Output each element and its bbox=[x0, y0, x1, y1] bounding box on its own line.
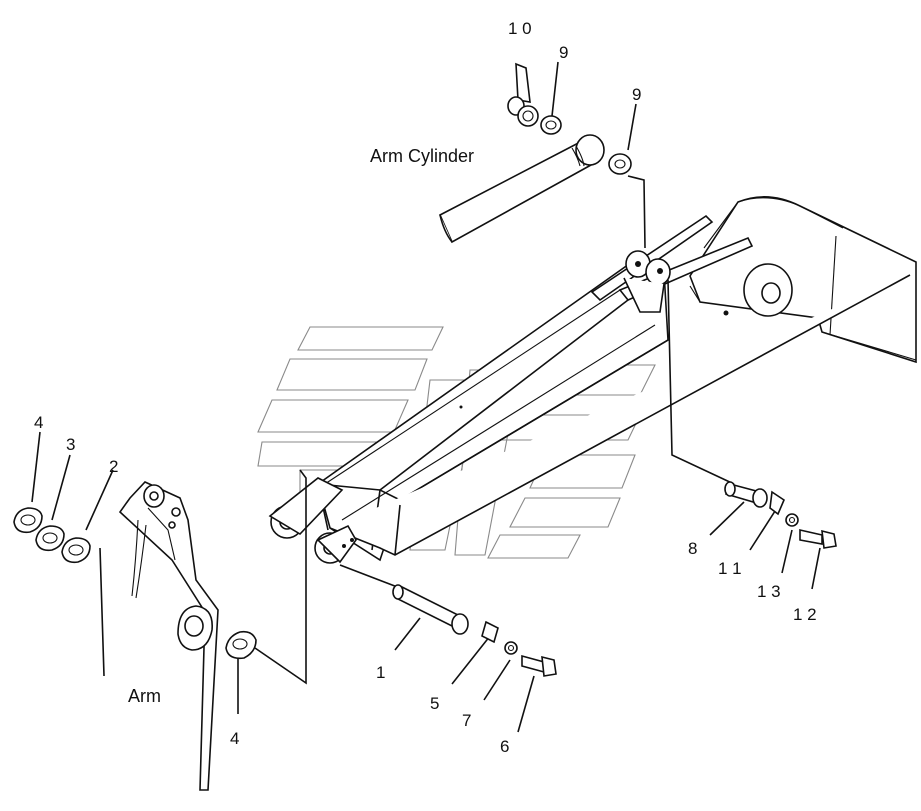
washer-7 bbox=[504, 641, 518, 655]
leader-lines bbox=[31, 61, 821, 733]
callout-9: 9 bbox=[632, 85, 641, 104]
shim-4-lower bbox=[225, 630, 257, 660]
washer-13 bbox=[785, 513, 799, 527]
shim-4 bbox=[13, 507, 43, 534]
callout-6: 6 bbox=[500, 737, 509, 756]
pin-8 bbox=[724, 481, 768, 508]
shim-2 bbox=[61, 537, 91, 564]
caption-arm-cylinder: Arm Cylinder bbox=[370, 146, 474, 166]
arm-left-part bbox=[118, 481, 219, 791]
callout-5: 5 bbox=[430, 694, 439, 713]
callout-2: 2 bbox=[109, 457, 118, 476]
arm-cylinder bbox=[438, 134, 605, 244]
callout-8: 8 bbox=[688, 539, 697, 558]
caption-arm: Arm bbox=[128, 686, 161, 706]
callout-1: 1 bbox=[376, 663, 385, 682]
callout-12: 1 2 bbox=[793, 605, 817, 624]
bolt-12 bbox=[799, 528, 837, 549]
pin-1 bbox=[392, 584, 469, 635]
callout-4: 4 bbox=[34, 413, 43, 432]
callout-13: 1 3 bbox=[757, 582, 781, 601]
callout-3: 3 bbox=[66, 435, 75, 454]
washer-9-top bbox=[540, 115, 562, 135]
lock-plate-10 bbox=[507, 62, 539, 127]
callout-11: 1 1 bbox=[718, 559, 742, 578]
lock-plate-11 bbox=[769, 490, 785, 516]
arm-beam bbox=[268, 214, 911, 564]
callout-10: 1 0 bbox=[508, 19, 532, 38]
callout-4-lower: 4 bbox=[230, 729, 239, 748]
lock-plate-5 bbox=[481, 620, 499, 644]
callout-7: 7 bbox=[462, 711, 471, 730]
bolt-6 bbox=[521, 654, 557, 677]
boom bbox=[689, 196, 917, 364]
shim-3 bbox=[35, 525, 65, 552]
callout-9-top: 9 bbox=[559, 43, 568, 62]
washer-9 bbox=[608, 153, 632, 175]
